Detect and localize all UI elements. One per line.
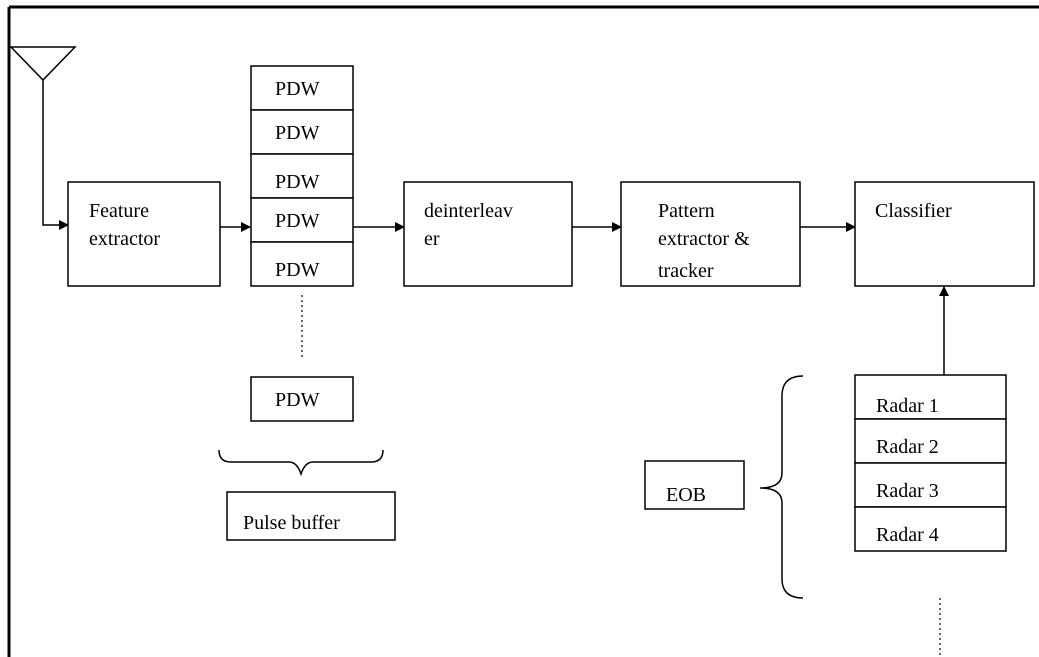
- pdw-cell-label: PDW: [275, 210, 320, 232]
- feature-extractor-box: [67, 181, 221, 287]
- deinterleaver-label-line1: deinterleav: [424, 200, 513, 222]
- antenna-icon: [9, 46, 77, 82]
- deinterleaver-label-line2: er: [424, 228, 440, 250]
- pattern-extractor-label-line2: extractor &: [658, 228, 750, 250]
- eob-brace: [759, 375, 804, 599]
- feature-extractor-label-line2: extractor: [89, 228, 160, 250]
- pdw-cell-label: PDW: [275, 78, 320, 100]
- pattern-extractor-label-line1: Pattern: [658, 200, 715, 222]
- pulse-buffer-box: [226, 491, 396, 541]
- pdw-extra-label: PDW: [275, 389, 320, 411]
- pulse-buffer-brace: [218, 449, 384, 477]
- deinterleaver-box: [403, 181, 573, 287]
- eob-label: EOB: [666, 484, 706, 506]
- pdw-cell: [250, 65, 354, 111]
- feature-extractor-label-line1: Feature: [89, 200, 149, 222]
- radar-cell-label: Radar 3: [876, 480, 939, 502]
- classifier-box: [854, 181, 1035, 287]
- radar-cell: [854, 374, 1007, 420]
- pdw-cell-label: PDW: [275, 171, 320, 193]
- pattern-extractor-label-line3: tracker: [658, 260, 714, 282]
- classifier-label: Classifier: [875, 200, 952, 222]
- pdw-stack: PDW PDW PDW PDW PDW: [250, 65, 354, 287]
- radar-cell: [854, 506, 1007, 552]
- pdw-cell: [250, 109, 354, 155]
- antenna-feed-line: [42, 80, 69, 230]
- pulse-buffer-label: Pulse buffer: [243, 512, 340, 534]
- radar-cell-label: Radar 2: [876, 436, 939, 458]
- eob-box: [644, 460, 745, 510]
- radar-cell-label: Radar 1: [876, 395, 939, 417]
- pdw-cell-label: PDW: [275, 122, 320, 144]
- pdw-extra-box: [250, 376, 354, 422]
- radar-cell-label: Radar 4: [876, 524, 939, 546]
- radar-library: Radar 1 Radar 2 Radar 3 Radar 4: [854, 374, 1007, 552]
- pdw-cell: [250, 241, 354, 287]
- pdw-cell-label: PDW: [275, 259, 320, 281]
- pattern-extractor-box: [620, 181, 801, 287]
